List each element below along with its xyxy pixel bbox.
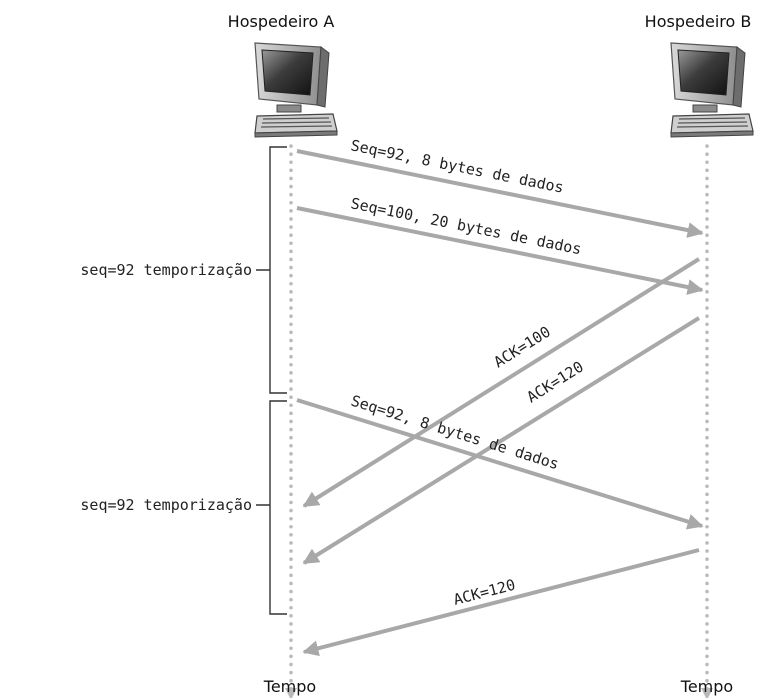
computer-icon xyxy=(670,42,754,138)
host-b-time-arrow xyxy=(701,688,713,698)
message-arrow-seq100 xyxy=(296,206,704,295)
time-label-b: Tempo xyxy=(680,677,733,696)
message-arrow-ack120-final xyxy=(302,548,700,657)
message-arrow-ack100 xyxy=(302,257,701,508)
message-label-ack100: ACK=100 xyxy=(491,323,554,372)
host-a-label: Hospedeiro A xyxy=(228,12,335,31)
computer-icon xyxy=(254,42,338,138)
timeout-label-1: seq=92 temporização xyxy=(80,261,252,279)
host-b-label: Hospedeiro B xyxy=(645,12,752,31)
timeout-bracket-2 xyxy=(256,400,287,615)
message-arrow-seq92 xyxy=(296,149,704,238)
timeout-bracket-1 xyxy=(256,146,287,394)
time-label-a: Tempo xyxy=(263,677,316,696)
message-arrow-seq92-retransmit xyxy=(296,398,704,530)
timeout-label-2: seq=92 temporização xyxy=(80,496,252,514)
message-arrow-ack120 xyxy=(302,316,701,565)
message-label-seq92-retransmit: Seq=92, 8 bytes de dados xyxy=(349,392,561,474)
host-a-time-arrow xyxy=(285,688,297,698)
